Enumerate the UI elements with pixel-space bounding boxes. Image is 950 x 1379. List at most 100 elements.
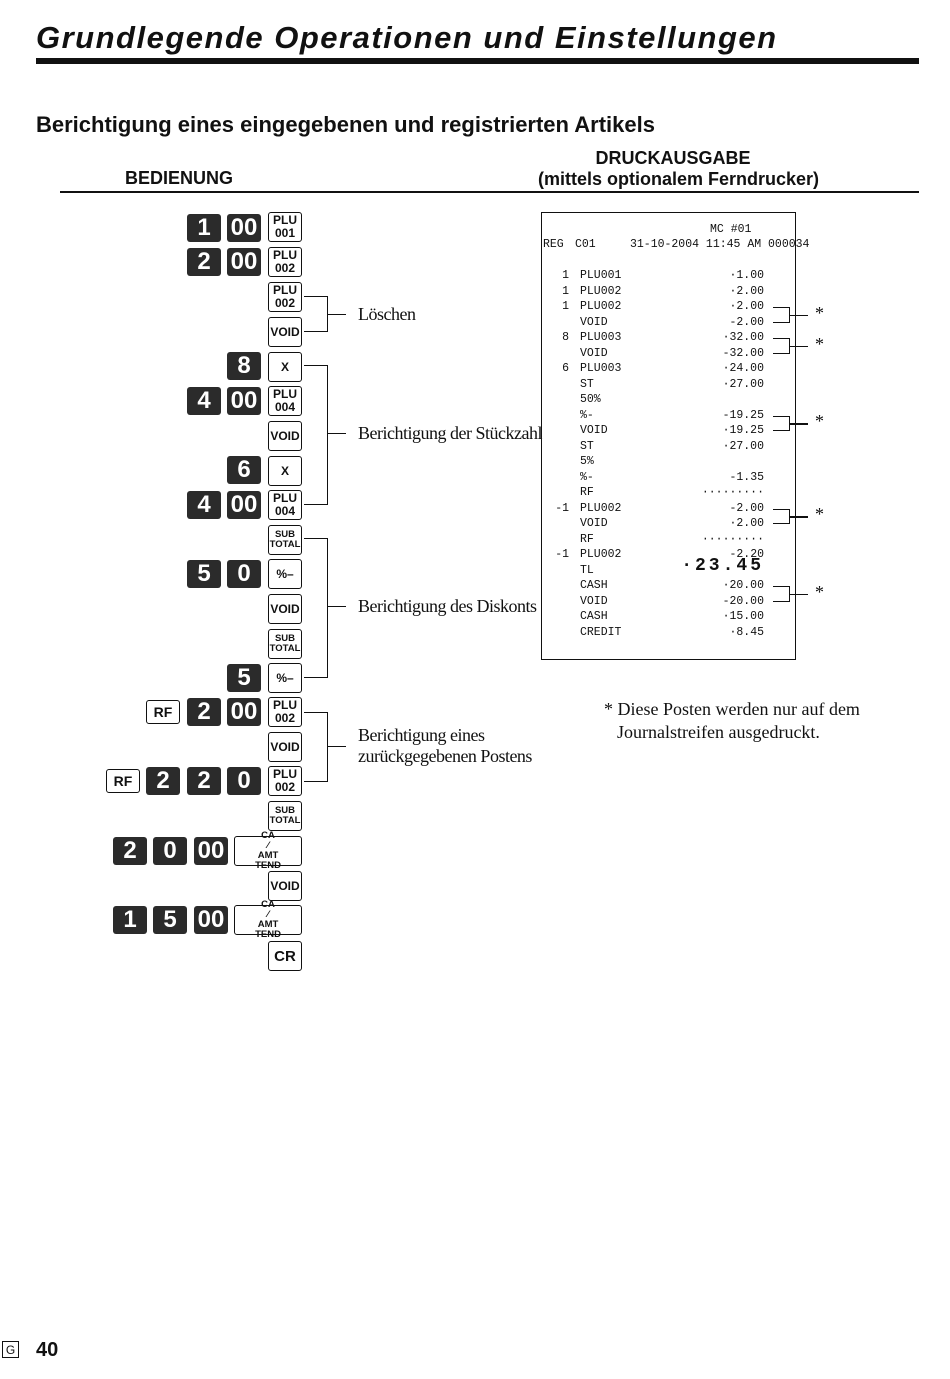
- receipt-amount: -19.25: [722, 408, 764, 422]
- page-number: 40: [36, 1339, 59, 1361]
- receipt-desc: VOID: [580, 594, 608, 608]
- percent-minus-key: %–: [268, 663, 302, 693]
- receipt-desc: VOID: [580, 424, 608, 437]
- receipt-amount: ·27.00: [722, 377, 764, 391]
- receipt-desc: VOID: [580, 315, 608, 329]
- receipt-amount: ·········: [701, 532, 764, 546]
- key-0: 0: [227, 767, 261, 795]
- receipt-qty: 1: [562, 284, 569, 298]
- journal-star: *: [815, 581, 824, 602]
- receipt-amount: ·1.00: [729, 269, 764, 282]
- receipt-amount: -2.00: [729, 315, 764, 329]
- journal-bracket: [773, 586, 790, 602]
- key-0: 0: [227, 560, 261, 588]
- key-2: 2: [187, 767, 221, 795]
- receipt-qty: 6: [562, 362, 569, 375]
- receipt-desc: PLU002: [580, 548, 622, 561]
- journal-bracket-stub: [790, 423, 808, 425]
- receipt-amount: ·19.25: [722, 424, 764, 437]
- key-6: 6: [227, 456, 261, 484]
- journal-star: *: [815, 302, 824, 323]
- receipt-amount: -1.35: [729, 470, 764, 484]
- delete-label: Löschen: [358, 304, 416, 324]
- key-00: 00: [227, 491, 261, 519]
- refund-label-line2: zurückgegebenen Postens: [358, 746, 532, 766]
- receipt-clerk: C01: [575, 238, 596, 251]
- receipt-amount: -2.20: [729, 548, 764, 561]
- void-key: VOID: [268, 317, 302, 347]
- receipt-desc: TL: [580, 563, 594, 577]
- receipt-qty: -1: [555, 501, 569, 515]
- receipt-desc: RF: [580, 532, 594, 546]
- key-2: 2: [113, 837, 147, 865]
- delete-bracket: [304, 296, 328, 332]
- cr-key: CR: [268, 941, 302, 971]
- journal-bracket-stub: [790, 516, 808, 518]
- key-2: 2: [187, 248, 221, 276]
- journal-bracket: [773, 415, 790, 431]
- receipt-desc: VOID: [580, 517, 608, 530]
- quantity-bracket-stub: [328, 433, 346, 435]
- key-4: 4: [187, 491, 221, 519]
- void-key: VOID: [268, 594, 302, 624]
- receipt-amount: ·27.00: [722, 439, 764, 453]
- journal-bracket-stub: [790, 593, 808, 596]
- receipt-amount: ·24.00: [722, 362, 764, 375]
- receipt-qty: 1: [562, 300, 569, 313]
- receipt-desc: PLU002: [580, 284, 622, 298]
- chapter-title: Grundlegende Operationen und Einstellung…: [36, 20, 778, 55]
- receipt-qty: -1: [555, 548, 569, 561]
- receipt-desc: %-: [580, 408, 594, 422]
- key-00: 00: [194, 906, 228, 934]
- heading-rule: [60, 191, 919, 193]
- receipt-desc: PLU002: [580, 300, 622, 313]
- refund-bracket: [304, 712, 328, 782]
- receipt-datetime: 31-10-2004 11:45 AM 000034: [630, 238, 810, 251]
- rf-key: RF: [106, 769, 140, 793]
- refund-label-line1: Berichtigung eines: [358, 725, 485, 745]
- section-title: Berichtigung eines eingegebenen und regi…: [36, 112, 655, 137]
- journal-bracket: [773, 307, 790, 323]
- journal-bracket-stub: [790, 314, 808, 317]
- receipt-desc: PLU003: [580, 331, 622, 344]
- printout-heading-line2: (mittels optionalem Ferndrucker): [538, 169, 820, 189]
- journal-bracket: [773, 508, 790, 524]
- receipt-amount: ·2.00: [729, 300, 764, 313]
- journal-star: *: [815, 504, 824, 525]
- receipt-amount: ·20.00: [722, 579, 764, 592]
- receipt-desc: %-: [580, 470, 594, 484]
- receipt-reg: REG: [543, 238, 564, 251]
- refund-label: Berichtigung eines zurückgegebenen Poste…: [358, 725, 532, 767]
- footnote-star: *: [604, 699, 613, 719]
- key-00: 00: [194, 837, 228, 865]
- receipt-desc: CASH: [580, 579, 608, 592]
- receipt-desc: PLU003: [580, 362, 622, 375]
- receipt-desc: VOID: [580, 346, 608, 360]
- discount-label: Berichtigung des Diskonts: [358, 596, 537, 616]
- quantity-bracket: [304, 365, 328, 505]
- title-rule: [36, 58, 919, 64]
- receipt-amount: ·2.00: [729, 517, 764, 530]
- receipt-amount: ·15.00: [722, 610, 764, 623]
- receipt-desc: PLU001: [580, 269, 622, 282]
- receipt-amount: ·32.00: [722, 331, 764, 344]
- receipt: [541, 212, 796, 660]
- key-8: 8: [227, 352, 261, 380]
- footnote-line2: Journalstreifen ausgedruckt.: [617, 722, 820, 742]
- rf-key: RF: [146, 700, 180, 724]
- receipt-desc: RF: [580, 486, 594, 499]
- key-00: 00: [227, 214, 261, 242]
- receipt-amount: ·········: [701, 486, 764, 499]
- void-key: VOID: [268, 732, 302, 762]
- discount-bracket: [304, 538, 328, 678]
- receipt-desc: CASH: [580, 610, 608, 623]
- receipt-amount: ·8.45: [729, 625, 764, 639]
- receipt-amount: -32.00: [722, 346, 764, 360]
- journal-star: *: [815, 333, 824, 354]
